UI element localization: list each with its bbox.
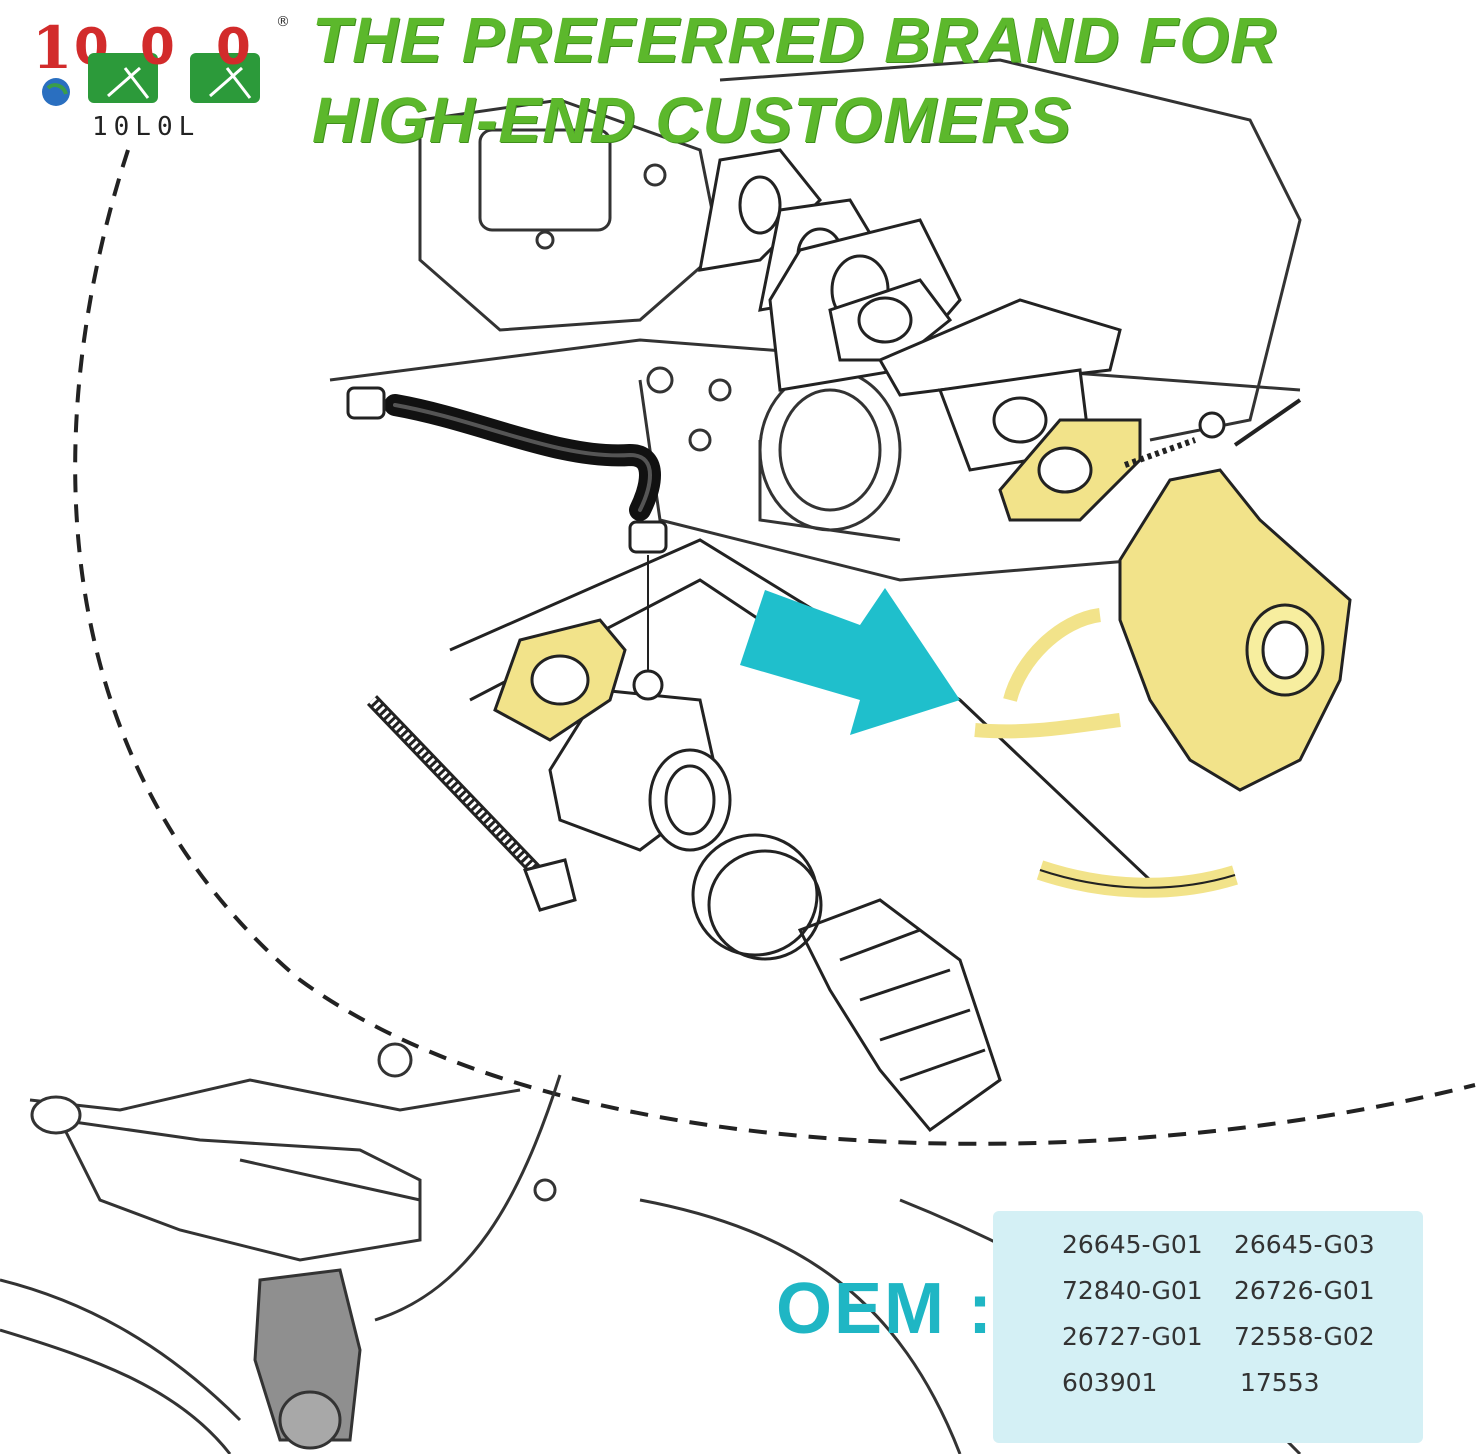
headline: THE PREFERRED BRAND FOR HIGH-END CUSTOME… bbox=[312, 4, 1278, 156]
svg-text:0: 0 bbox=[140, 18, 175, 76]
direction-arrow bbox=[740, 588, 960, 735]
oem-number: 26645-G01 bbox=[1062, 1230, 1203, 1259]
fuel-hose bbox=[384, 394, 661, 521]
registered-mark: ® bbox=[276, 14, 290, 30]
oem-number: 17553 bbox=[1240, 1368, 1320, 1397]
hose-clamp-lower bbox=[628, 520, 668, 554]
engine-block bbox=[329, 58, 1302, 582]
hose-clamp-left bbox=[346, 386, 386, 420]
oem-label: OEM : bbox=[776, 1269, 994, 1349]
long-stud-bolt bbox=[366, 695, 577, 912]
brand-logo: 1 0 0 0 ® bbox=[32, 14, 290, 106]
air-duct bbox=[691, 833, 1002, 1133]
oem-number-list: 26645-G01 26645-G03 72840-G01 26726-G01 … bbox=[1062, 1228, 1414, 1400]
oem-number: 26727-G01 bbox=[1062, 1322, 1203, 1351]
oem-number: 26726-G01 bbox=[1234, 1276, 1375, 1305]
oem-panel bbox=[993, 1211, 1423, 1443]
dashed-callout-arc bbox=[73, 149, 1476, 1146]
svg-text:0: 0 bbox=[216, 18, 251, 76]
intake-elbow bbox=[449, 538, 1152, 882]
carburetor-assembly bbox=[974, 398, 1352, 898]
logo-digit-1: 1 bbox=[32, 14, 72, 82]
oem-number: 603901 bbox=[1062, 1368, 1158, 1397]
oem-number: 26645-G03 bbox=[1234, 1230, 1375, 1259]
engine-detail-inset bbox=[0, 1042, 1302, 1454]
oem-number: 72840-G01 bbox=[1062, 1276, 1203, 1305]
logo-wordmark: 10L0L bbox=[92, 112, 201, 142]
intake-gaskets bbox=[698, 148, 1122, 472]
oem-number: 72558-G02 bbox=[1234, 1322, 1375, 1351]
